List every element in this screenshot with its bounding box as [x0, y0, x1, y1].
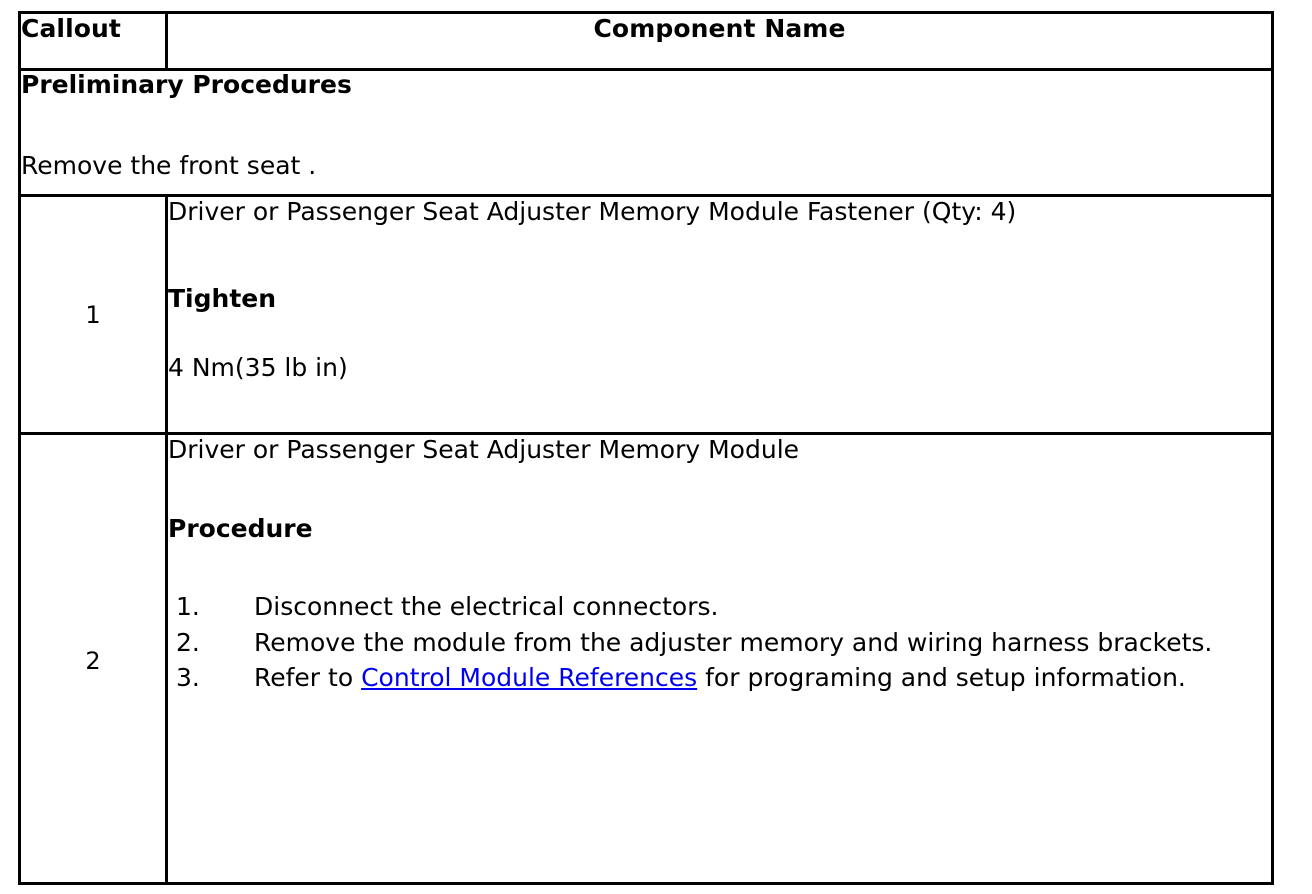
spacer	[168, 543, 1271, 592]
table-row: 1 Driver or Passenger Seat Adjuster Memo…	[18, 194, 1274, 435]
table-row: 2 Driver or Passenger Seat Adjuster Memo…	[18, 432, 1274, 885]
table-header-row: Callout Component Name	[18, 11, 1274, 71]
torque-specification: 4 Nm(35 lb in)	[168, 353, 348, 382]
list-item: 2. Remove the module from the adjuster m…	[168, 628, 1214, 658]
spacer	[168, 227, 1271, 284]
step-text: Disconnect the electrical connectors.	[254, 592, 719, 621]
spacer	[168, 465, 1271, 514]
procedure-step-list: 1. Disconnect the electrical connectors.…	[168, 592, 1271, 693]
component-content-cell-1: Driver or Passenger Seat Adjuster Memory…	[165, 194, 1274, 435]
step-text: Remove the module from the adjuster memo…	[254, 627, 1213, 657]
procedure-heading: Procedure	[168, 513, 313, 543]
preliminary-procedures-text: Remove the front seat .	[21, 150, 317, 180]
callout-number-cell-2: 2	[18, 432, 168, 885]
callout-number: 1	[85, 301, 101, 329]
preliminary-procedures-row: Preliminary Procedures Remove the front …	[18, 68, 1274, 197]
step-number: 3.	[176, 663, 200, 692]
step-text-prefix: Refer to	[254, 663, 362, 692]
column-header-component-name: Component Name	[165, 11, 1274, 71]
component-name-text: Driver or Passenger Seat Adjuster Memory…	[168, 197, 1017, 226]
callout-number: 2	[85, 647, 101, 675]
preliminary-procedures-title: Preliminary Procedures	[21, 70, 352, 99]
tighten-heading: Tighten	[168, 283, 277, 313]
component-callout-table: Callout Component Name Preliminary Proce…	[18, 11, 1274, 885]
step-text-suffix: for programing and setup information.	[697, 663, 1186, 692]
step-text: Refer to Control Module References for p…	[254, 663, 1214, 693]
component-content-cell-2: Driver or Passenger Seat Adjuster Memory…	[165, 432, 1274, 885]
callout-number-cell-1: 1	[18, 194, 168, 435]
component-name-text: Driver or Passenger Seat Adjuster Memory…	[168, 435, 800, 464]
step-number: 1.	[176, 592, 200, 621]
list-item: 3. Refer to Control Module References fo…	[168, 663, 1214, 693]
control-module-references-link[interactable]: Control Module References	[361, 663, 698, 692]
list-item: 1. Disconnect the electrical connectors.	[168, 592, 1214, 622]
column-header-callout: Callout	[18, 11, 168, 71]
preliminary-procedures-cell: Preliminary Procedures Remove the front …	[18, 68, 1274, 197]
spacer	[168, 313, 1271, 353]
step-number: 2.	[176, 627, 200, 657]
